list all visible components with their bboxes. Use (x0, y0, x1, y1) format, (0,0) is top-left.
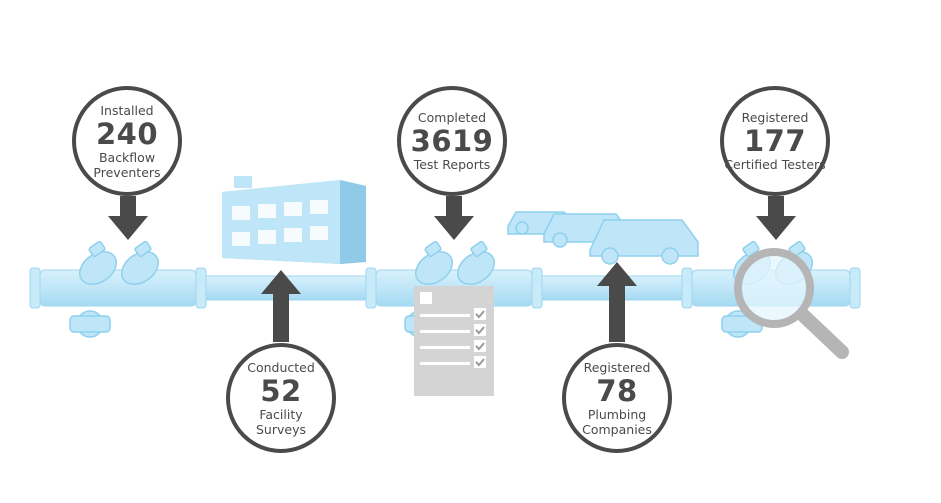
arrow-up-icon (597, 262, 637, 342)
stat-label: Registered (741, 110, 809, 125)
stat-conducted-facility-surveys: Conducted 52 Facility Surveys (226, 343, 336, 453)
van-icon (507, 211, 699, 265)
stat-registered-plumbing-companies: Registered 78 Plumbing Companies (562, 343, 672, 453)
pipeline (29, 267, 861, 309)
stat-value: 3619 (410, 124, 494, 158)
stat-sub: Preventers (93, 164, 161, 180)
stat-installed-backflow-preventers: Installed 240 Backflow Preventers (72, 86, 182, 196)
arrow-down-icon (434, 196, 474, 240)
stat-sub: Facility (259, 406, 303, 422)
pipe-flange (849, 267, 861, 309)
stat-sub: Certified Testers (724, 157, 826, 172)
stat-label: Completed (417, 110, 487, 125)
magnifying-glass-icon (734, 248, 849, 359)
checklist-clipboard-icon (414, 286, 494, 396)
stat-label: Registered (583, 359, 651, 375)
stat-sub: Surveys (256, 421, 306, 437)
stat-value: 240 (95, 116, 159, 151)
arrow-up-icon (261, 270, 301, 342)
pipe-flange (195, 267, 207, 309)
stat-sub: Test Reports (413, 157, 491, 172)
stat-label: Installed (100, 102, 154, 118)
stat-sub: Plumbing (587, 406, 647, 422)
stat-value: 78 (596, 373, 638, 408)
arrow-down-icon (756, 196, 796, 240)
stat-sub: Companies (582, 421, 652, 437)
stat-registered-certified-testers: Registered 177 Certified Testers (720, 86, 830, 196)
pipe-flange (531, 267, 543, 309)
pipe-flange (29, 267, 41, 309)
stat-label: Conducted (247, 359, 315, 375)
pipe-flange (681, 267, 693, 309)
pipe-flange (365, 267, 377, 309)
stat-value: 52 (260, 373, 302, 408)
arrow-down-icon (108, 196, 148, 240)
backflow-valve-icon (69, 240, 159, 338)
building-icon (222, 176, 366, 264)
stat-completed-test-reports: Completed 3619 Test Reports (397, 86, 507, 196)
stat-value: 177 (743, 124, 807, 158)
stat-sub: Backflow (98, 149, 156, 165)
